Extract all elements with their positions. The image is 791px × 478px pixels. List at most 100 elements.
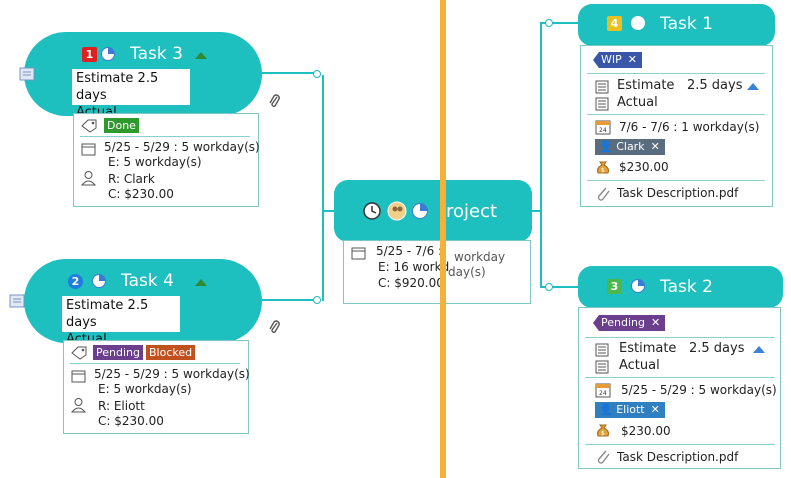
task3-detail-card: Done 5/25 - 5/29 : 5 workday(s) E: 5 wor… [73, 113, 260, 207]
people-icon [387, 201, 407, 221]
svg-text:24: 24 [599, 127, 607, 134]
tag-label: WIP [601, 53, 622, 66]
project-cost: C: $920.00 [378, 276, 444, 290]
divider [80, 136, 250, 137]
task1-cost: $230.00 [619, 160, 669, 174]
close-icon[interactable]: ✕ [627, 53, 637, 66]
divider [587, 180, 765, 181]
tag-pending[interactable]: Pending [93, 345, 143, 360]
expand-arrow-icon[interactable] [747, 83, 759, 90]
connector [262, 72, 316, 74]
project-title: roject [446, 201, 498, 222]
task2-estimate-value: 2.5 days [689, 341, 745, 356]
tag-label: Pending [601, 316, 645, 329]
list-icon [595, 359, 609, 374]
connector [322, 75, 324, 301]
tag-icon [71, 345, 87, 360]
close-icon[interactable]: ✕ [650, 316, 661, 329]
task1-title: Task 1 [660, 14, 713, 34]
task2-attachment[interactable]: Task Description.pdf [617, 450, 739, 464]
task3-title: Task 3 [130, 44, 183, 64]
project-overflow-text: workday [454, 250, 506, 264]
task2-detail-card: Pending✕ Estimate 2.5 days Actual 24 5/2… [578, 307, 781, 469]
divider [585, 444, 775, 445]
project-dates: 5/25 - 7/6 : [376, 244, 443, 258]
project-overflow-text: day(s) [448, 265, 486, 279]
tag-pending[interactable]: Pending ✕ [593, 315, 666, 331]
person-icon [80, 170, 97, 186]
paperclip-icon [595, 448, 611, 464]
task2-title: Task 2 [660, 277, 713, 297]
divider [585, 377, 775, 378]
task4-dates: 5/25 - 5/29 : 5 workday(s) [94, 367, 250, 381]
money-bag-icon: $ [595, 159, 611, 175]
task3-estimate: Estimate 2.5 days Actual [72, 69, 190, 120]
task4-effort: E: 5 workday(s) [98, 382, 192, 396]
svg-text:24: 24 [599, 390, 607, 397]
connector [540, 286, 578, 288]
paperclip-icon[interactable] [268, 94, 282, 110]
priority-badge: 3 [607, 279, 622, 294]
expand-arrow-icon[interactable] [753, 346, 765, 353]
priority-badge: 2 [68, 274, 83, 289]
task1-detail-card: WIP✕ Estimate 2.5 days Actual 24 7/6 - 7… [580, 45, 773, 207]
resource-chip-clark[interactable]: 👤 Clark✕ [595, 139, 665, 155]
tag-wip[interactable]: WIP ✕ [593, 52, 642, 68]
tag-icon [81, 118, 97, 133]
connector [540, 22, 578, 24]
expand-arrow-icon[interactable] [195, 52, 207, 59]
task1-attachment[interactable]: Task Description.pdf [617, 186, 739, 200]
split-divider[interactable] [440, 0, 446, 478]
person-icon [70, 397, 87, 413]
close-icon[interactable]: ✕ [650, 140, 660, 153]
calendar-icon [351, 245, 366, 260]
note-icon[interactable] [6, 293, 28, 309]
progress-pie-icon [631, 16, 645, 30]
paperclip-icon [595, 185, 611, 201]
connector-handle[interactable] [545, 283, 553, 291]
resource-chip-eliott[interactable]: 👤 Eliott ✕ [595, 402, 665, 418]
progress-pie-icon [101, 47, 115, 61]
progress-pie-icon [631, 279, 645, 293]
task4-resource: R: Eliott [98, 399, 145, 413]
calendar-icon [71, 368, 86, 383]
list-icon [595, 96, 609, 111]
connector [262, 299, 316, 301]
close-icon[interactable]: ✕ [650, 403, 660, 416]
calendar-icon [81, 141, 96, 156]
divider [585, 337, 775, 338]
divider [587, 114, 765, 115]
connector-handle[interactable] [313, 70, 321, 78]
clock-icon [362, 201, 382, 221]
resource-label: Clark [616, 140, 645, 153]
project-detail-card: 5/25 - 7/6 : E: 16 workd C: $920.00 work… [343, 240, 531, 304]
task3-cost: C: $230.00 [108, 187, 174, 201]
connector [530, 210, 542, 212]
money-bag-icon: $ [595, 422, 611, 438]
task4-detail-card: Pending Blocked 5/25 - 5/29 : 5 workday(… [63, 340, 250, 434]
task2-cost: $230.00 [621, 424, 671, 438]
svg-text:$: $ [601, 430, 605, 437]
priority-badge: 1 [82, 47, 97, 62]
resource-label: Eliott [616, 403, 645, 416]
calendar-icon: 24 [595, 119, 611, 135]
person-icon: 👤 [599, 403, 613, 416]
progress-pie-icon [92, 274, 106, 288]
progress-pie-icon [412, 203, 428, 219]
connector-handle[interactable] [313, 296, 321, 304]
tag-blocked[interactable]: Blocked [146, 345, 196, 360]
task2-dates: 5/25 - 5/29 : 5 workday(s) [621, 383, 777, 397]
expand-arrow-icon[interactable] [195, 279, 207, 286]
task1-estimate-label: Estimate [617, 78, 675, 93]
estimate-text: Estimate 2.5 days [66, 298, 149, 330]
note-icon[interactable] [16, 66, 38, 82]
connector [324, 210, 336, 212]
svg-text:$: $ [601, 167, 605, 174]
task1-actual: Actual [617, 95, 658, 110]
connector-handle[interactable] [545, 19, 553, 27]
paperclip-icon[interactable] [268, 320, 282, 336]
tag-done[interactable]: Done [104, 118, 139, 133]
priority-badge: 4 [607, 16, 622, 31]
connector [540, 22, 542, 288]
task4-cost: C: $230.00 [98, 414, 164, 428]
